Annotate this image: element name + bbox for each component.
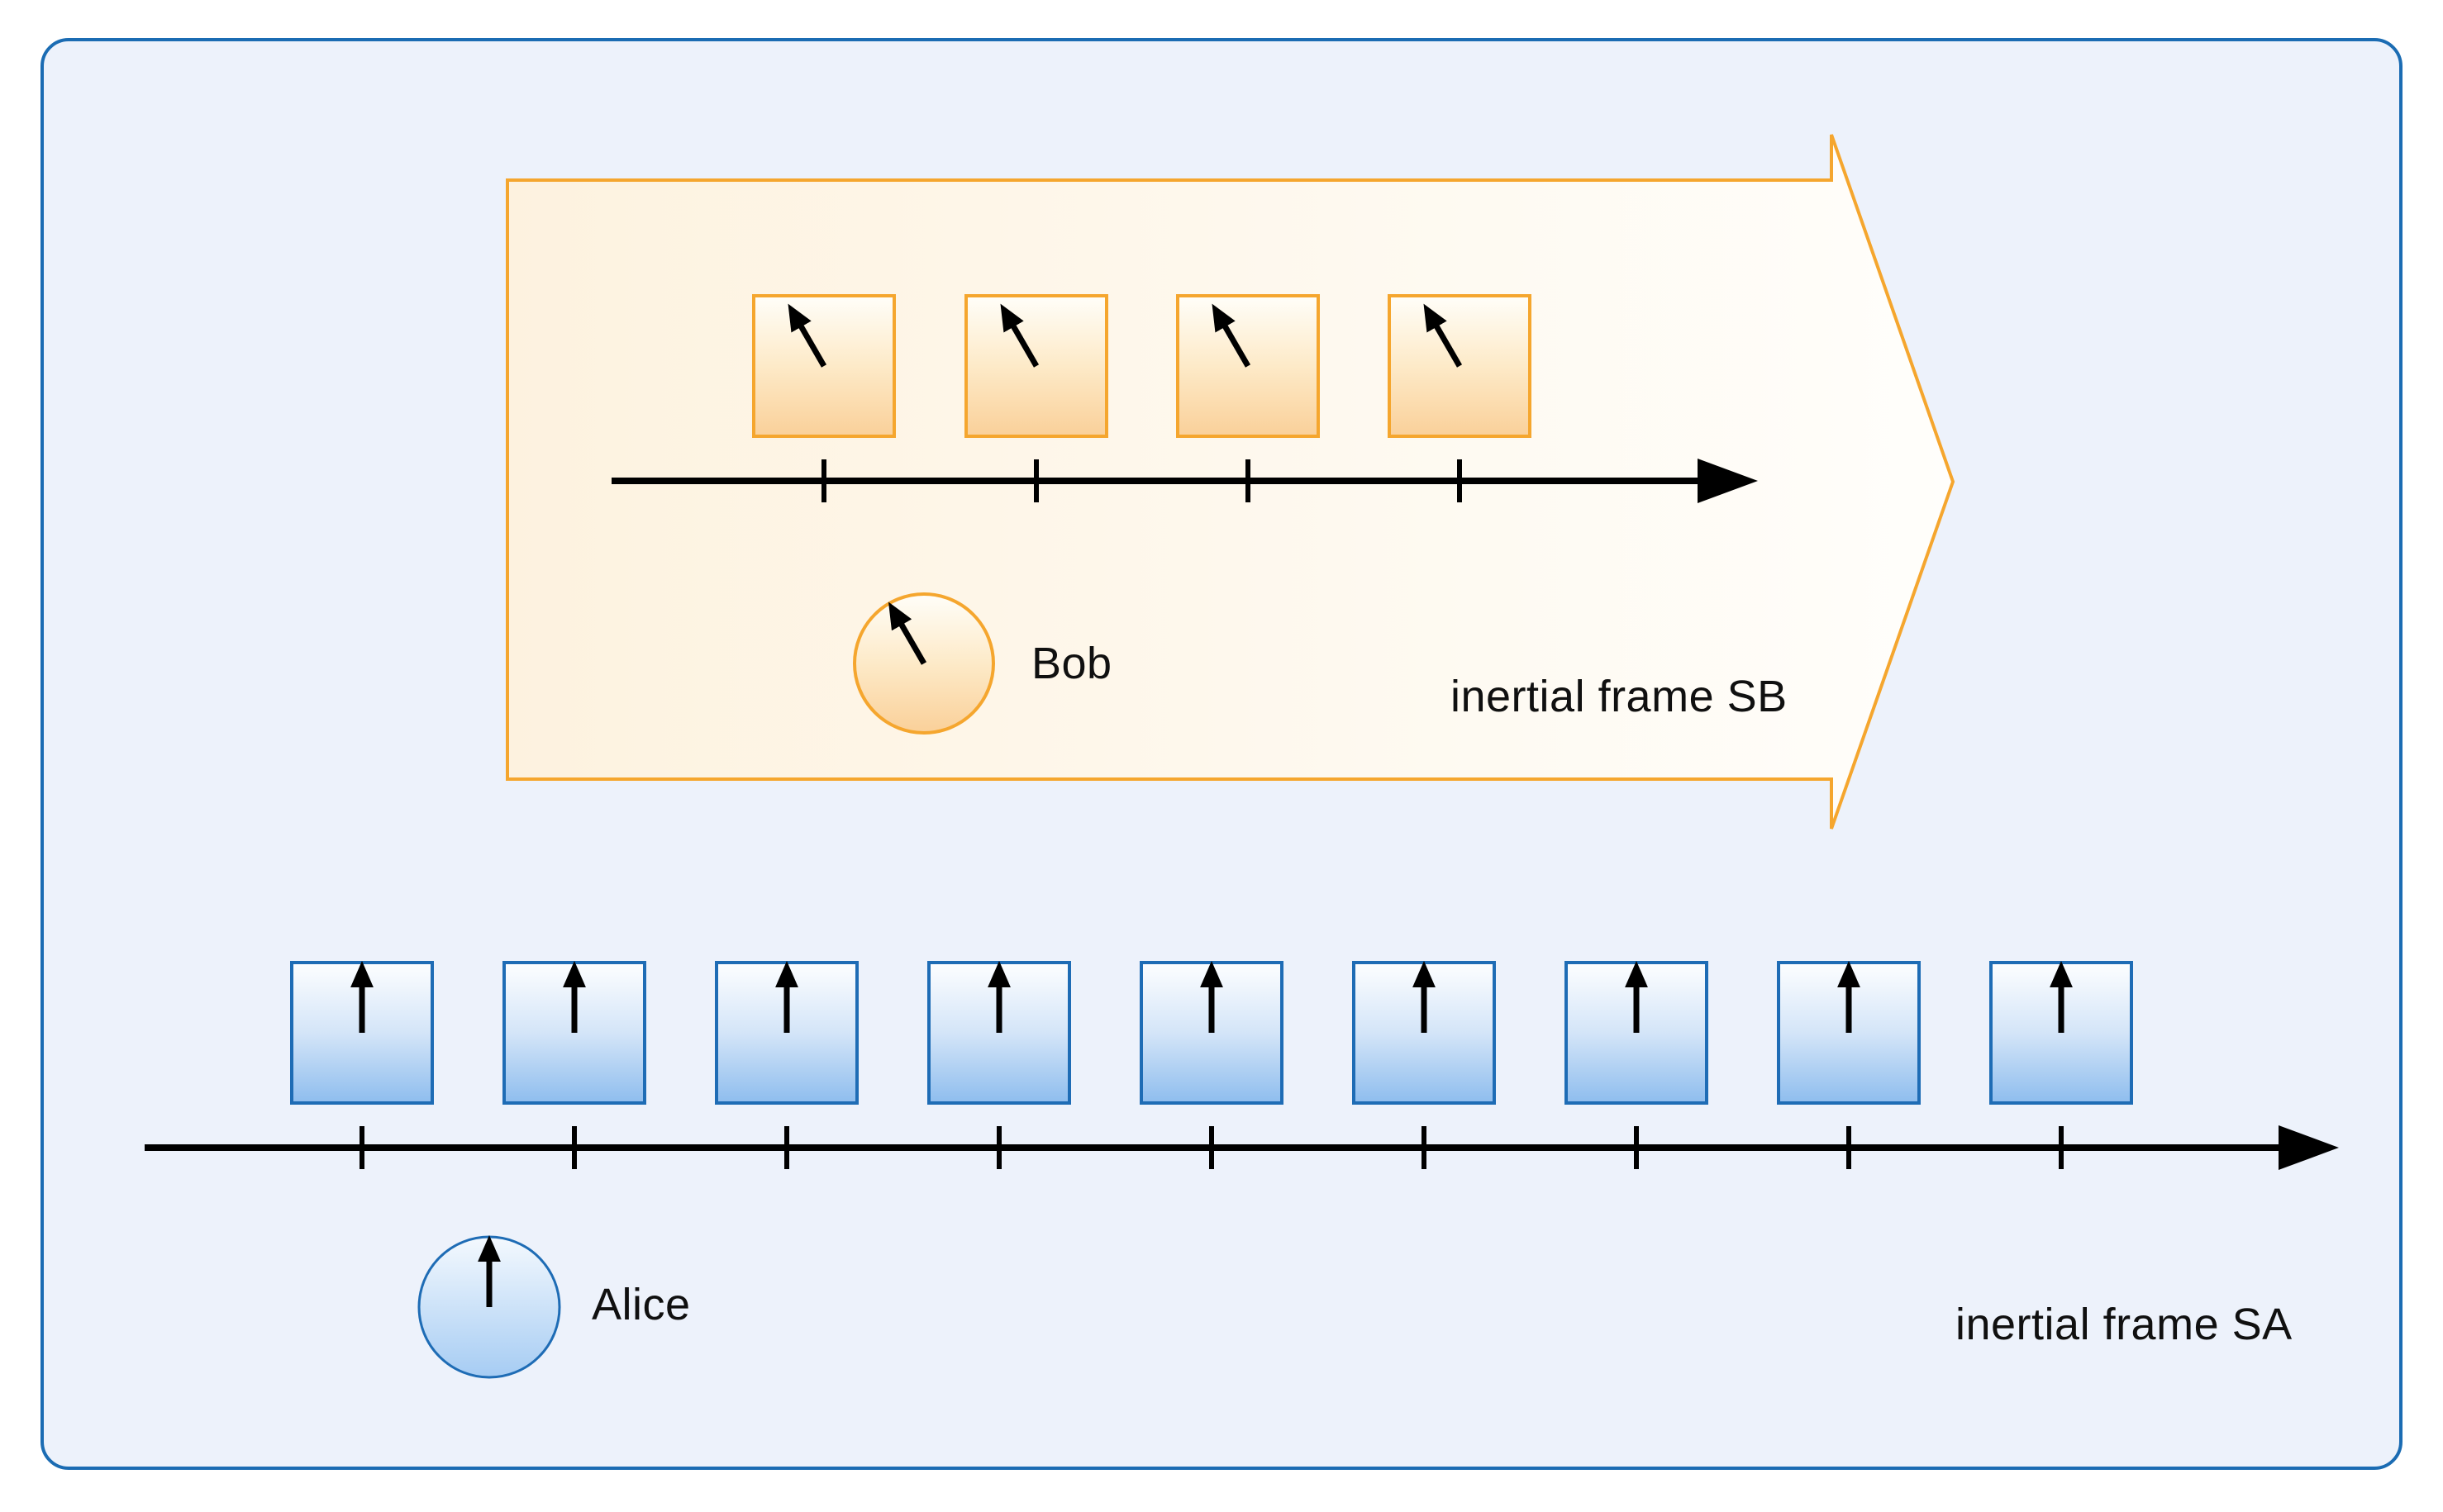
frame-sb-group [506, 134, 1955, 830]
sb-clock-square [1176, 294, 1320, 438]
sb-axis-arrowhead-icon [1698, 459, 1758, 503]
bob-label: Bob [1031, 639, 1112, 688]
clock-hand-icon [1423, 303, 1463, 368]
clock-hand-icon [1000, 303, 1040, 368]
alice-label: Alice [592, 1280, 691, 1329]
clock-hand-icon [888, 601, 927, 665]
sa-axis-arrowhead-icon [2279, 1125, 2339, 1170]
sa-frame-label: inertial frame SA [1955, 1300, 2293, 1349]
frame-sa-group [145, 961, 2339, 1379]
clock-hand-icon [1212, 303, 1251, 368]
clock-hand-icon [788, 303, 827, 368]
sb-frame-label: inertial frame SB [1450, 672, 1788, 721]
